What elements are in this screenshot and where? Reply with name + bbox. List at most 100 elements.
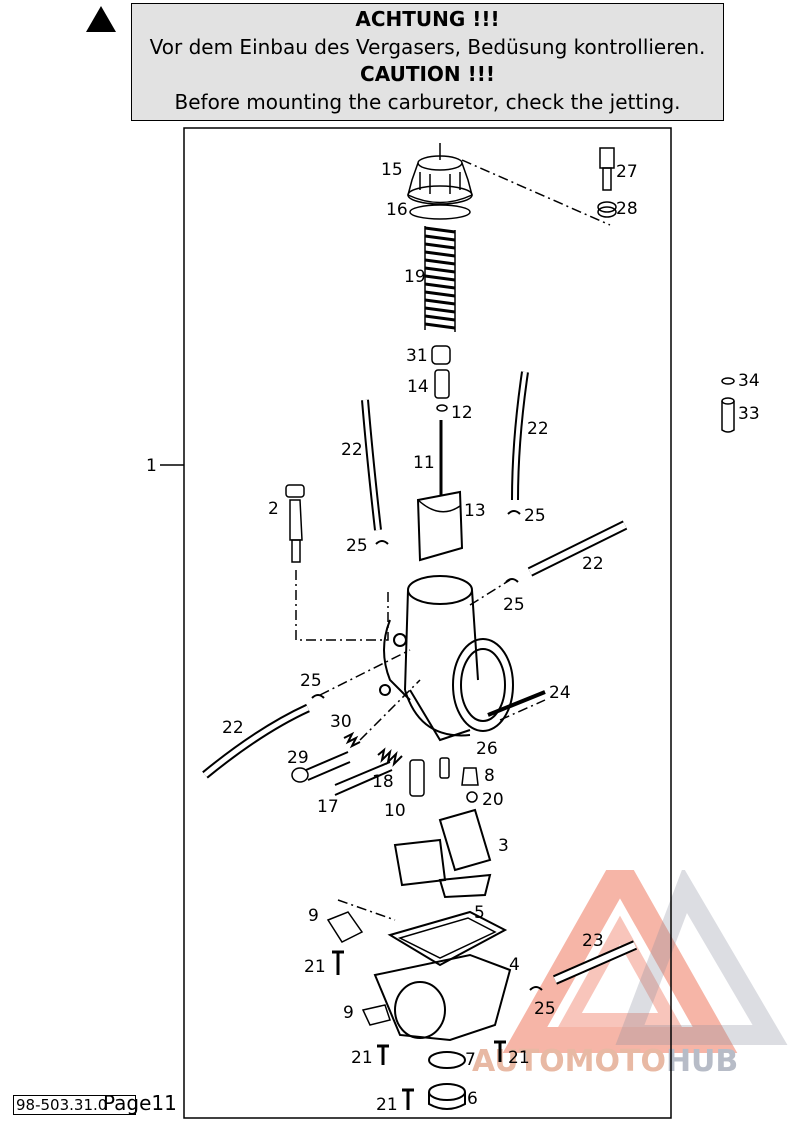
label-34: 34 bbox=[738, 371, 760, 391]
label-13: 13 bbox=[464, 501, 486, 521]
caution-text-en: Before mounting the carburetor, check th… bbox=[174, 89, 681, 114]
label-29: 29 bbox=[287, 748, 309, 768]
label-18: 18 bbox=[372, 772, 394, 792]
assembly-frame bbox=[183, 127, 672, 1119]
warning-triangle-icon bbox=[86, 6, 116, 32]
part-12-clip bbox=[436, 404, 448, 412]
label-20: 20 bbox=[482, 790, 504, 810]
part-14-needle-holder bbox=[434, 369, 450, 399]
document-reference: 98-503.31.0 bbox=[13, 1095, 136, 1115]
part-7-ring bbox=[428, 1051, 466, 1069]
label-27: 27 bbox=[616, 162, 638, 182]
part-22-hose-left-inner bbox=[363, 399, 380, 531]
label-25c: 25 bbox=[503, 595, 525, 615]
automotohub-logo-icon bbox=[502, 870, 788, 1053]
label-4: 4 bbox=[509, 955, 520, 975]
label-21b: 21 bbox=[351, 1048, 373, 1068]
label-9b: 9 bbox=[343, 1003, 354, 1023]
label-21a: 21 bbox=[304, 957, 326, 977]
label-25b: 25 bbox=[524, 506, 546, 526]
part-19-spring bbox=[424, 226, 456, 332]
label-28: 28 bbox=[616, 199, 638, 219]
label-24: 24 bbox=[549, 683, 571, 703]
part-21-screw-a bbox=[332, 950, 344, 975]
part-20-ring bbox=[466, 791, 478, 803]
label-7: 7 bbox=[465, 1050, 476, 1070]
caution-text-de: Vor dem Einbau des Vergasers, Bedüsung k… bbox=[149, 34, 706, 59]
label-22d: 22 bbox=[222, 718, 244, 738]
label-22a: 22 bbox=[341, 440, 363, 460]
part-9-bracket-top bbox=[326, 911, 364, 943]
part-3-float bbox=[393, 808, 492, 899]
label-11: 11 bbox=[413, 453, 435, 473]
part-21-screw-c bbox=[494, 1040, 506, 1062]
label-6: 6 bbox=[467, 1089, 478, 1109]
part-4-float-bowl bbox=[373, 953, 512, 1042]
part-6-plug bbox=[428, 1083, 466, 1110]
part-25-clip-b bbox=[507, 510, 521, 515]
label-17: 17 bbox=[317, 797, 339, 817]
part-23-hose-inner bbox=[553, 942, 637, 983]
caution-title-en: CAUTION !!! bbox=[360, 62, 495, 86]
part-21-screw-b bbox=[377, 1044, 389, 1065]
part-33-sleeve bbox=[721, 397, 735, 433]
watermark-text-part1: AUTOMOTO bbox=[472, 1044, 666, 1079]
label-5: 5 bbox=[474, 903, 485, 923]
part-30-spring bbox=[343, 731, 361, 749]
label-19: 19 bbox=[404, 267, 426, 287]
part-24-pin bbox=[487, 690, 546, 717]
label-23: 23 bbox=[582, 931, 604, 951]
part-26-jet bbox=[439, 757, 450, 779]
part-10-jet bbox=[409, 759, 425, 797]
label-33: 33 bbox=[738, 404, 760, 424]
caution-title-de: ACHTUNG !!! bbox=[355, 7, 500, 31]
label-25d: 25 bbox=[300, 671, 322, 691]
part-25-clip-e bbox=[529, 986, 543, 991]
watermark-text-part2: HUB bbox=[665, 1044, 739, 1079]
part-17-screw bbox=[334, 761, 393, 796]
label-21c: 21 bbox=[508, 1048, 530, 1068]
part-5-gasket bbox=[387, 910, 508, 967]
label-25e: 25 bbox=[534, 999, 556, 1019]
caution-box: ACHTUNG !!! Vor dem Einbau des Vergasers… bbox=[131, 3, 724, 121]
part-13-slide bbox=[416, 490, 464, 562]
part-22-hose-mid-inner bbox=[528, 522, 627, 575]
watermark-text: AUTOMOTOHUB bbox=[472, 1044, 738, 1079]
part-27-screw bbox=[599, 147, 615, 191]
label-10: 10 bbox=[384, 801, 406, 821]
part-25-clip-d bbox=[311, 694, 325, 699]
label-22b: 22 bbox=[527, 419, 549, 439]
label-3: 3 bbox=[498, 836, 509, 856]
part-18-spring bbox=[377, 747, 403, 768]
carburetor-body bbox=[379, 575, 514, 742]
part-8-jet bbox=[461, 767, 479, 786]
label-25a: 25 bbox=[346, 536, 368, 556]
label-16: 16 bbox=[386, 200, 408, 220]
part-21-screw-d bbox=[402, 1088, 414, 1110]
label-14: 14 bbox=[407, 377, 429, 397]
part-22-hose-right-inner bbox=[513, 371, 527, 501]
part-29-screw bbox=[291, 751, 351, 783]
part-25-clip-c bbox=[505, 578, 519, 583]
label-2: 2 bbox=[268, 499, 279, 519]
label-21d: 21 bbox=[376, 1095, 398, 1115]
label-22c: 22 bbox=[582, 554, 604, 574]
label-1: 1 bbox=[146, 456, 157, 476]
part-2-air-screw bbox=[285, 484, 305, 563]
label-15: 15 bbox=[381, 160, 403, 180]
part-22-hose-bottom-inner bbox=[203, 705, 310, 777]
label-8: 8 bbox=[484, 766, 495, 786]
part-34-ring bbox=[721, 377, 735, 385]
part-15-cap bbox=[407, 143, 473, 205]
label-30: 30 bbox=[330, 712, 352, 732]
label-9a: 9 bbox=[308, 906, 319, 926]
part-31-retainer bbox=[431, 345, 451, 365]
part-25-clip-a bbox=[375, 540, 389, 545]
label-26: 26 bbox=[476, 739, 498, 759]
part-9-bracket-bottom bbox=[361, 1004, 391, 1026]
page-label: Page11 bbox=[103, 1091, 177, 1115]
part-28-nut bbox=[597, 201, 617, 218]
label-31: 31 bbox=[406, 346, 428, 366]
label-12: 12 bbox=[451, 403, 473, 423]
